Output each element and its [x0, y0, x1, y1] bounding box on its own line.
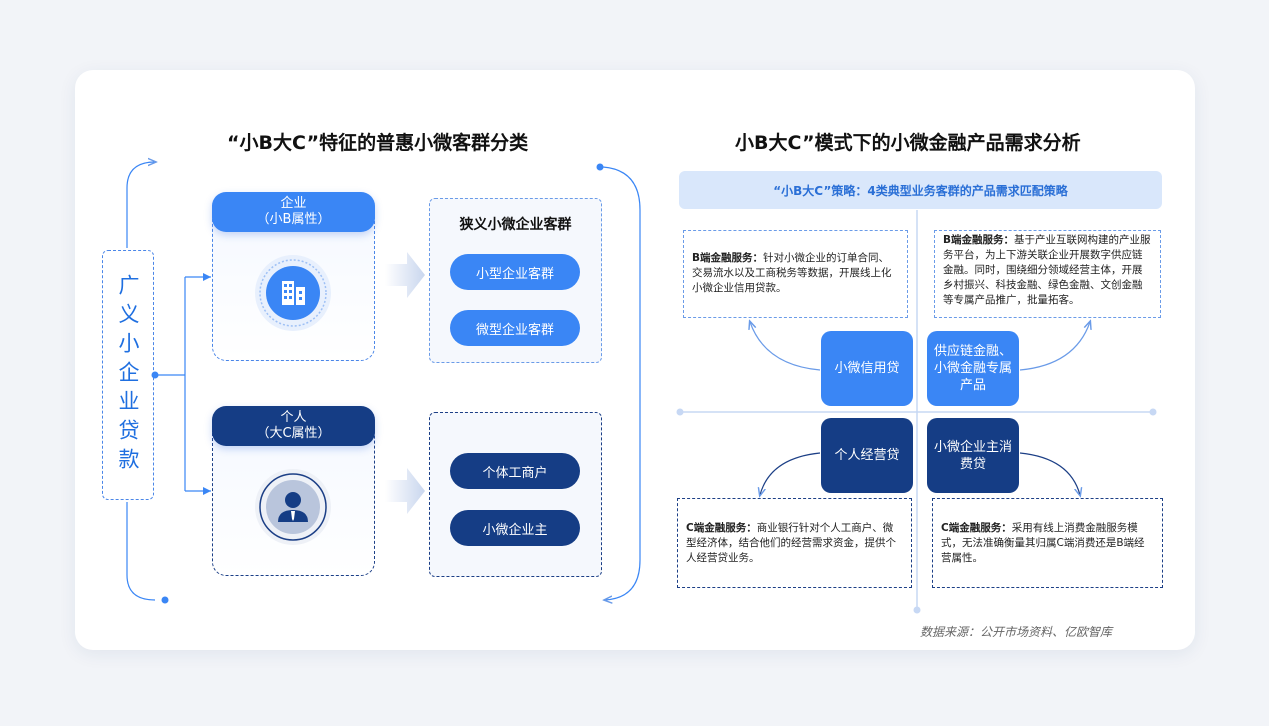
desc-top-left: B端金融服务：针对小微企业的订单合同、交易流水以及工商税务等数据，开展线上化小微…	[683, 230, 908, 318]
right-title: 小B大C”模式下的小微金融产品需求分析	[735, 132, 1081, 154]
small-enterprise-pill: 小型企业客群	[450, 254, 580, 290]
infographic-card: “小B大C”特征的普惠小微客群分类 广义小企业贷款 企业 （小B属性） 个人 （…	[75, 70, 1195, 650]
product-micro-credit: 小微信用贷	[821, 331, 913, 406]
product-owner-consumer: 小微企业主消费贷	[927, 418, 1019, 493]
strategy-bar: “小B大C”策略：4类典型业务客群的产品需求匹配策略	[679, 171, 1162, 209]
individual-tag-line2: （大C属性）	[256, 426, 331, 441]
individual-segment-box	[429, 412, 602, 577]
narrow-segment-title: 狭义小微企业客群	[459, 217, 572, 233]
person-icon	[253, 467, 333, 547]
desc-top-right-text: 基于产业互联网构建的产业服务平台，为上下游关联企业开展数字供应链金融。同时，围绕…	[943, 234, 1151, 306]
desc-top-left-label: B端金融服务：	[692, 252, 764, 264]
desc-bottom-right: C端金融服务：采用有线上消费金融服务模式，无法准确衡量其归属C端消费还是B端经营…	[932, 498, 1163, 588]
building-icon	[253, 253, 333, 333]
individual-tag: 个人 （大C属性）	[212, 406, 375, 446]
enterprise-tag-line1: 企业	[280, 196, 307, 211]
enterprise-tag-line2: （小B属性）	[256, 212, 331, 227]
product-personal-business: 个人经营贷	[821, 418, 913, 493]
desc-top-right-label: B端金融服务：	[943, 234, 1015, 246]
desc-top-left-text: 针对小微企业的订单合同、交易流水以及工商税务等数据，开展线上化小微企业信用贷款。	[692, 252, 892, 294]
desc-bottom-left: C端金融服务：商业银行针对个人工商户、微型经济体，结合他们的经营需求资金，提供个…	[677, 498, 912, 588]
micro-enterprise-pill: 微型企业客群	[450, 310, 580, 346]
broad-loan-label: 广义小企业贷款	[116, 273, 140, 477]
micro-owner-pill: 小微企业主	[450, 510, 580, 546]
desc-bottom-left-text: 商业银行针对个人工商户、微型经济体，结合他们的经营需求资金，提供个人经营贷业务。	[686, 522, 896, 564]
individual-tag-line1: 个人	[280, 410, 307, 425]
product-supply-chain: 供应链金融、小微金融专属产品	[927, 331, 1019, 406]
arrow-right-icon	[385, 468, 425, 514]
enterprise-tag: 企业 （小B属性）	[212, 192, 375, 232]
broad-loan-box: 广义小企业贷款	[102, 250, 154, 500]
left-title: “小B大C”特征的普惠小微客群分类	[227, 132, 529, 154]
data-source: 数据来源：公开市场资料、亿欧智库	[920, 625, 1113, 639]
desc-bottom-right-label: C端金融服务：	[941, 522, 1012, 534]
desc-top-right: B端金融服务：基于产业互联网构建的产业服务平台，为上下游关联企业开展数字供应链金…	[934, 230, 1161, 318]
desc-bottom-left-label: C端金融服务：	[686, 522, 757, 534]
arrow-right-icon	[385, 252, 425, 298]
desc-bottom-right-text: 采用有线上消费金融服务模式，无法准确衡量其归属C端消费还是B端经营属性。	[941, 522, 1145, 564]
individual-business-pill: 个体工商户	[450, 453, 580, 489]
